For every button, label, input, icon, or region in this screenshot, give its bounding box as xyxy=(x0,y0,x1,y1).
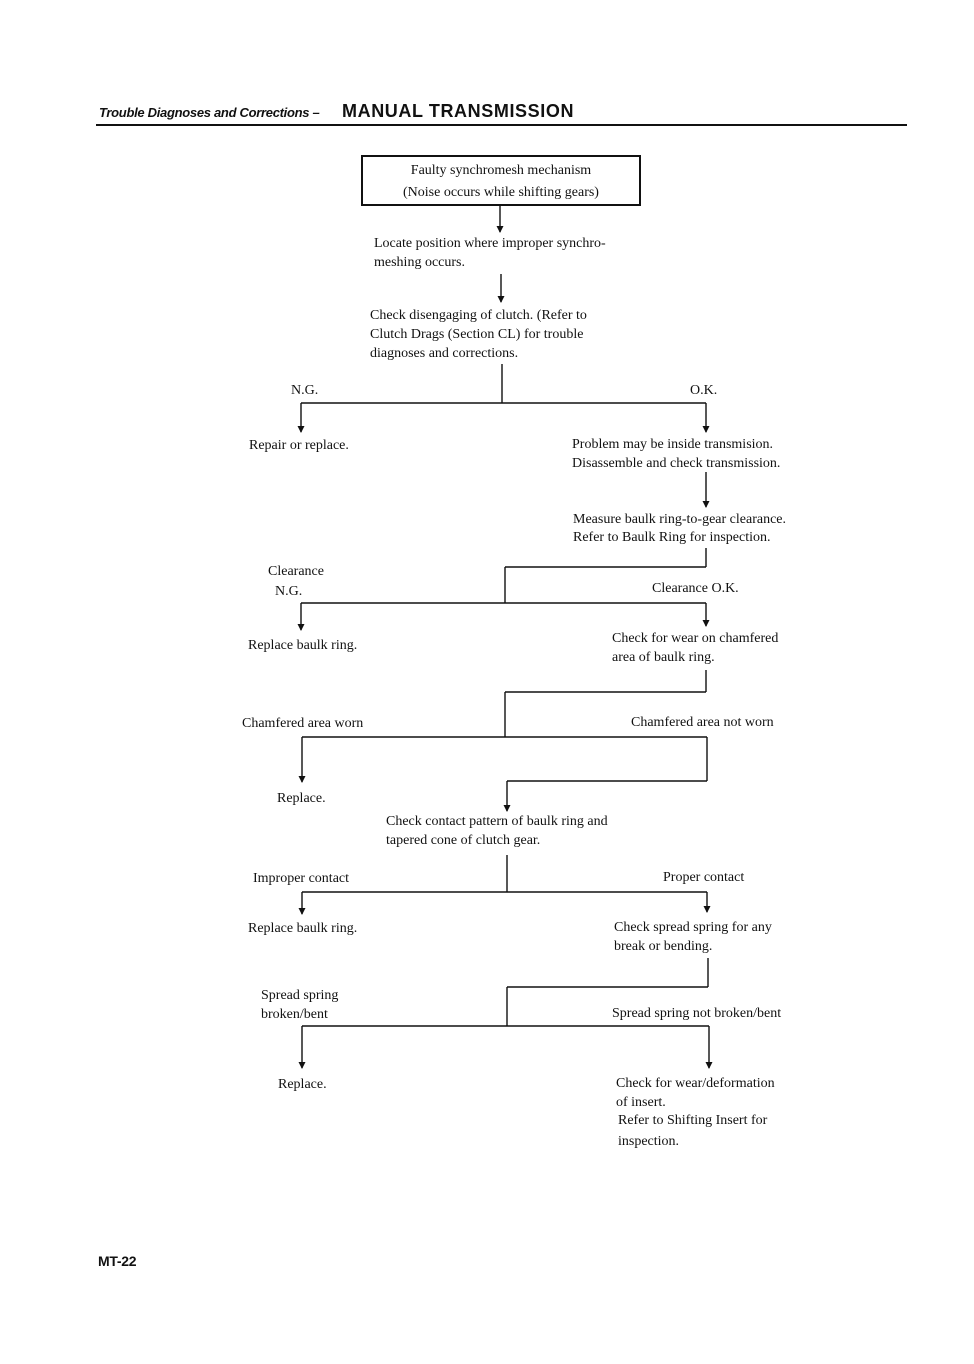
label-spring-ok: Spread spring not broken/bent xyxy=(612,1006,782,1021)
section-heading: Trouble Diagnoses and Corrections – xyxy=(99,105,320,120)
step-replace-2: Replace. xyxy=(278,1077,327,1092)
step-measure-line-1: Measure baulk ring-to-gear clearance. xyxy=(573,512,786,527)
label-clearance-ok: Clearance O.K. xyxy=(652,581,739,596)
start-box-line-1: Faulty synchromesh mechanism xyxy=(410,163,592,178)
label-spring-broken-line-1: Spread spring xyxy=(261,988,339,1003)
step-contact-pattern-line-1: Check contact pattern of baulk ring and xyxy=(386,814,608,829)
step-check-insert-line-3: Refer to Shifting Insert for xyxy=(618,1113,768,1128)
label-ng: N.G. xyxy=(291,383,319,398)
step-check-insert-line-4: inspection. xyxy=(618,1134,680,1149)
step-check-spring-line-1: Check spread spring for any xyxy=(614,920,772,935)
label-clearance-ng-line-1: Clearance xyxy=(268,564,324,579)
label-improper-contact: Improper contact xyxy=(253,871,350,886)
label-chamfer-worn: Chamfered area worn xyxy=(242,716,364,731)
step-check-insert-line-1: Check for wear/deformation xyxy=(616,1076,775,1091)
step-contact-pattern-line-2: tapered cone of clutch gear. xyxy=(386,833,541,848)
label-clearance-ng-line-2: N.G. xyxy=(275,584,303,599)
label-proper-contact: Proper contact xyxy=(663,870,745,885)
step-locate-line-1: Locate position where improper synchro- xyxy=(374,236,606,251)
label-ok: O.K. xyxy=(690,383,718,398)
start-box-line-2: (Noise occurs while shifting gears) xyxy=(403,185,599,200)
page-title: MANUAL TRANSMISSION xyxy=(342,101,575,121)
step-replace-baulk-1: Replace baulk ring. xyxy=(248,638,358,653)
start-box: Faulty synchromesh mechanism (Noise occu… xyxy=(361,155,641,206)
label-chamfer-not-worn: Chamfered area not worn xyxy=(631,715,774,730)
step-check-clutch-line-1: Check disengaging of clutch. (Refer to xyxy=(370,308,587,323)
step-replace-1: Replace. xyxy=(277,791,326,806)
step-problem-line-1: Problem may be inside transmision. xyxy=(572,437,774,452)
step-repair: Repair or replace. xyxy=(249,438,349,453)
step-check-clutch-line-2: Clutch Drags (Section CL) for trouble xyxy=(370,327,584,342)
page-number: MT-22 xyxy=(98,1253,137,1269)
step-locate-line-2: meshing occurs. xyxy=(374,255,465,270)
step-check-wear-line-1: Check for wear on chamfered xyxy=(612,631,779,646)
step-measure-line-2: Refer to Baulk Ring for inspection. xyxy=(573,530,771,545)
step-check-spring-line-2: break or bending. xyxy=(614,939,713,954)
step-replace-baulk-2: Replace baulk ring. xyxy=(248,921,358,936)
header-rule xyxy=(96,124,907,126)
step-problem-line-2: Disassemble and check transmission. xyxy=(572,456,781,471)
step-check-insert-line-2: of insert. xyxy=(616,1095,666,1110)
label-spring-broken-line-2: broken/bent xyxy=(261,1007,328,1022)
step-check-wear-line-2: area of baulk ring. xyxy=(612,650,715,665)
step-check-clutch-line-3: diagnoses and corrections. xyxy=(370,346,519,361)
